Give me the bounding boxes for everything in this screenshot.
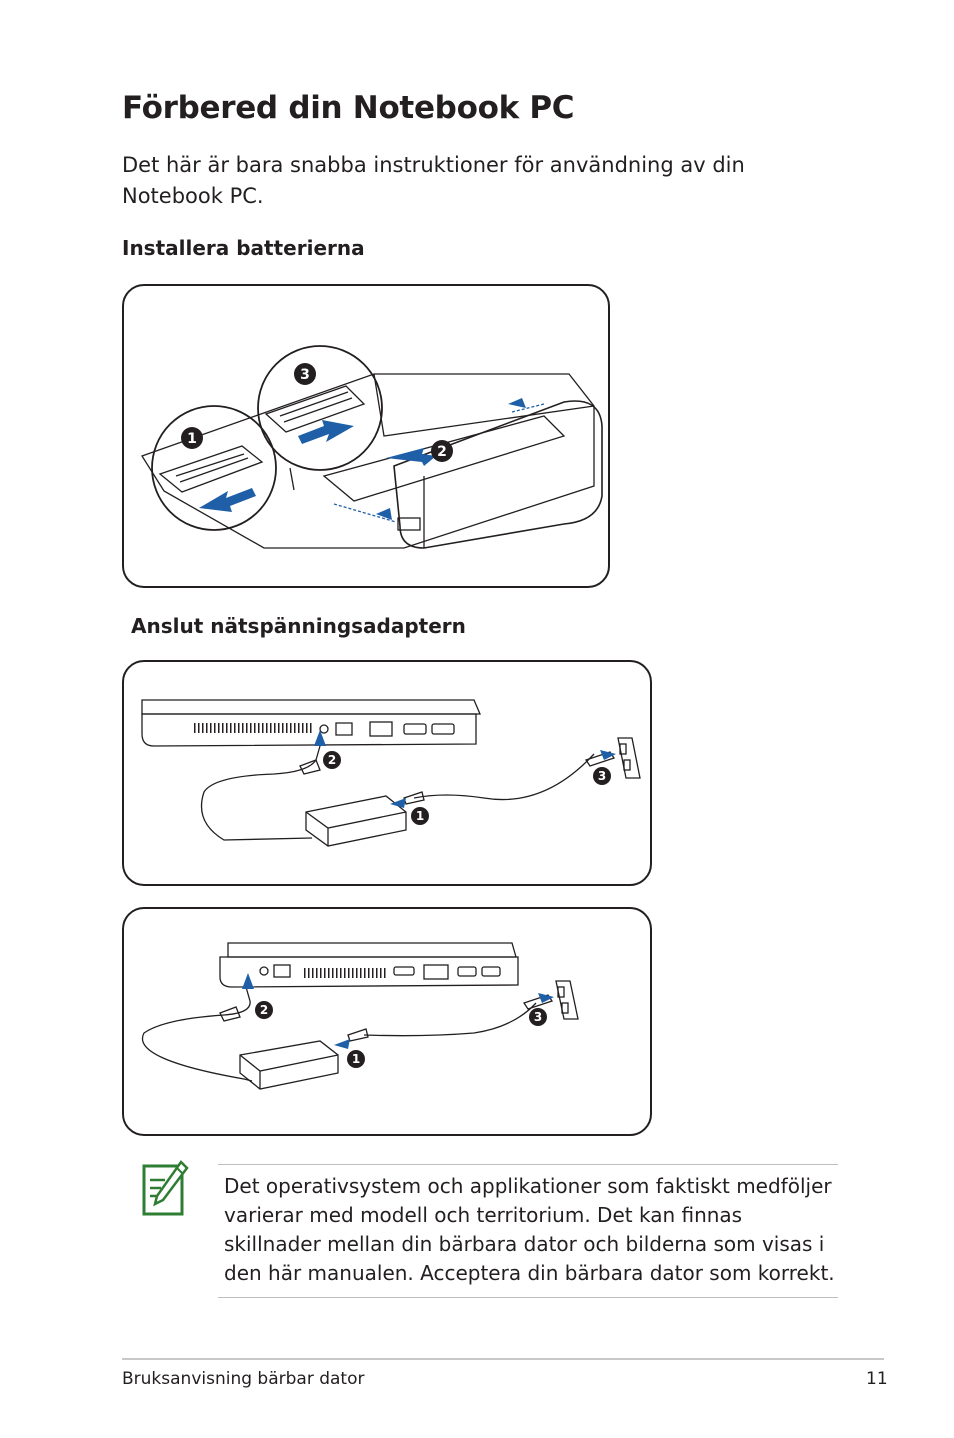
adapter-b-step-2-label: 2 bbox=[260, 1003, 268, 1017]
note-top-rule bbox=[218, 1164, 838, 1165]
adapter-a-step-3-label: 3 bbox=[598, 769, 606, 783]
adapter-a-step-1-label: 1 bbox=[416, 809, 424, 823]
adapter-b-step-1-label: 1 bbox=[352, 1052, 360, 1066]
page-title: Förbered din Notebook PC bbox=[122, 90, 575, 126]
adapter-connect-figure-a: 1 2 3 bbox=[122, 660, 652, 886]
battery-install-illustration: 1 2 3 bbox=[141, 345, 603, 549]
adapter-a-step-2-label: 2 bbox=[328, 753, 336, 767]
note-bottom-rule bbox=[218, 1297, 838, 1298]
note-text: Det operativsystem och applikationer som… bbox=[224, 1174, 835, 1285]
adapter-connect-figure-b: 1 2 3 bbox=[122, 907, 652, 1136]
section-heading-adapter: Anslut nätspänningsadaptern bbox=[131, 614, 466, 638]
adapter-b-step-2-badge bbox=[255, 1001, 273, 1019]
section-heading-battery: Installera batterierna bbox=[122, 236, 365, 260]
adapter-b-step-1-badge bbox=[347, 1050, 365, 1068]
adapter-a-step-2-badge bbox=[323, 751, 341, 769]
battery-step-1-badge bbox=[181, 427, 203, 449]
page-number: 11 bbox=[866, 1369, 888, 1389]
footer-manual-name: Bruksanvisning bärbar dator bbox=[122, 1369, 365, 1389]
adapter-b-step-3-badge bbox=[529, 1008, 547, 1026]
adapter-a-step-3-badge bbox=[593, 767, 611, 785]
adapter-b-step-3-label: 3 bbox=[534, 1010, 542, 1024]
battery-step-3-label: 3 bbox=[300, 367, 310, 383]
adapter-connect-illustration-b: 1 2 3 bbox=[141, 942, 579, 1090]
adapter-connect-illustration-a: 1 2 3 bbox=[141, 699, 641, 847]
battery-step-2-label: 2 bbox=[437, 444, 447, 460]
battery-step-3-badge bbox=[294, 363, 316, 385]
footer-rule bbox=[122, 1358, 884, 1360]
adapter-a-step-1-badge bbox=[411, 807, 429, 825]
battery-install-figure: 1 2 3 bbox=[122, 284, 610, 588]
battery-step-1-label: 1 bbox=[187, 431, 197, 447]
intro-text: Det här är bara snabba instruktioner för… bbox=[122, 153, 745, 208]
battery-step-2-badge bbox=[431, 440, 453, 462]
note-pencil-icon bbox=[141, 1160, 189, 1218]
